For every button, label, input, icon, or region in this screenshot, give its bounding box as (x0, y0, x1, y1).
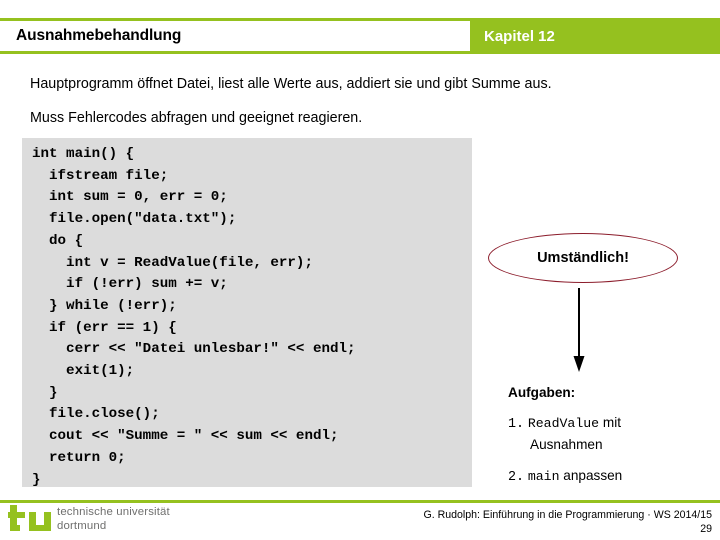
header-title-box: Ausnahmebehandlung (0, 21, 470, 51)
code-line: return 0; (32, 449, 126, 466)
header-bar: Ausnahmebehandlung Kapitel 12 (0, 18, 720, 54)
task-item-1-continuation: Ausnahmen (530, 437, 603, 452)
code-line: exit(1); (32, 363, 135, 380)
logo-wordmark: technische universität dortmund (57, 506, 170, 533)
code-line: cerr << "Datei unlesbar!" << endl; (32, 341, 356, 358)
intro-line-1: Hauptprogramm öffnet Datei, liest alle W… (30, 76, 552, 92)
tu-logo-icon (8, 505, 51, 531)
logo-line-1: technische universität (57, 506, 170, 518)
intro-line-2: Muss Fehlercodes abfragen und geeignet r… (30, 110, 363, 126)
task-item-1: 1. ReadValue mit (508, 415, 621, 432)
code-line: file.close(); (32, 406, 160, 423)
down-arrow-icon (573, 288, 585, 372)
callout-ellipse: Umständlich! (488, 233, 678, 283)
task-text: mit (599, 415, 621, 430)
task-item-2: 2. main anpassen (508, 468, 622, 485)
code-line: ifstream file; (32, 167, 169, 184)
code-line: cout << "Summe = " << sum << endl; (32, 428, 339, 445)
code-line: do { (32, 232, 84, 249)
code-line: } while (!err); (32, 297, 177, 314)
task-number: 2. (508, 470, 525, 485)
logo-line-2: dortmund (57, 519, 107, 532)
code-line: int v = ReadValue(file, err); (32, 254, 313, 271)
code-line: if (!err) sum += v; (32, 276, 228, 293)
callout-label: Umständlich! (537, 250, 629, 266)
code-line: int main() { (32, 146, 135, 162)
task-number: 1. (508, 417, 525, 432)
code-line: } (32, 384, 58, 401)
code-block: int main() { ifstream file; int sum = 0,… (22, 138, 472, 488)
footer-credit-block: G. Rudolph: Einführung in die Programmie… (423, 508, 712, 536)
task-code-ref: ReadValue (527, 416, 600, 431)
chapter-label: Kapitel 12 (484, 27, 555, 45)
tasks-heading: Aufgaben: (508, 385, 576, 400)
code-line: } (32, 471, 41, 488)
page-title: Ausnahmebehandlung (16, 27, 182, 44)
page-number: 29 (700, 523, 712, 535)
task-code-ref: main (527, 469, 560, 484)
footer-divider (0, 500, 720, 503)
code-line: file.open("data.txt"); (32, 211, 237, 228)
footer-credit: G. Rudolph: Einführung in die Programmie… (423, 509, 712, 521)
task-text: anpassen (559, 468, 623, 483)
code-line: int sum = 0, err = 0; (32, 189, 228, 206)
tu-dortmund-logo: technische universität dortmund (8, 505, 170, 535)
code-line: if (err == 1) { (32, 319, 177, 336)
